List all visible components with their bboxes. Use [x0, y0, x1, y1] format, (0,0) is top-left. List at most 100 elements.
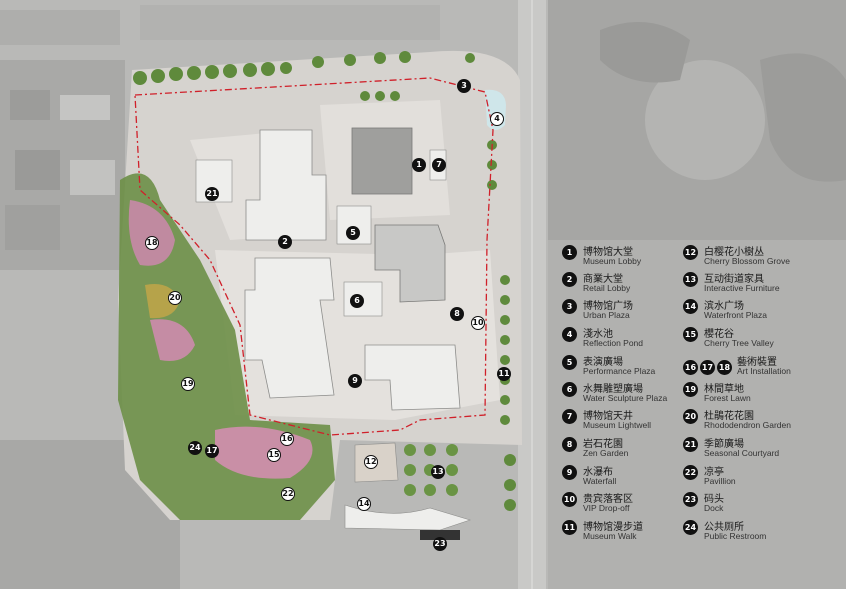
- legend-number: 12: [683, 245, 698, 260]
- map-marker-13[interactable]: 13: [431, 465, 445, 479]
- legend-label-en: Art Installation: [737, 366, 791, 376]
- legend-number: 2: [562, 272, 577, 287]
- map-marker-4[interactable]: 4: [490, 112, 504, 126]
- legend-label-en: Retail Lobby: [583, 283, 631, 293]
- legend-number: 13: [683, 272, 698, 287]
- legend-number: 7: [562, 409, 577, 424]
- dock: [420, 530, 460, 540]
- legend-label-zh: 岩石花園: [583, 439, 623, 450]
- legend-label-zh: 商業大堂: [583, 274, 623, 285]
- context-building: [10, 90, 50, 120]
- legend-label-zh: 水瀑布: [583, 467, 613, 478]
- legend-number: 5: [562, 355, 577, 370]
- map-marker-1[interactable]: 1: [412, 158, 426, 172]
- legend-number: 10: [562, 492, 577, 507]
- legend-label-en: Performance Plaza: [583, 366, 656, 376]
- legend-number: 20: [683, 409, 698, 424]
- legend-number: 15: [683, 327, 698, 342]
- legend-number: 1: [562, 245, 577, 260]
- legend-label-en: Rhododendron Garden: [704, 420, 791, 430]
- legend-label-en: Dock: [704, 503, 724, 513]
- legend-label-en: Waterfront Plaza: [704, 310, 767, 320]
- legend-label-zh: 淺水池: [583, 329, 613, 340]
- legend-number: 11: [562, 520, 577, 535]
- context-building: [0, 10, 120, 45]
- building-retail: [244, 257, 335, 399]
- map-marker-15[interactable]: 15: [267, 448, 281, 462]
- legend-label-en: Public Restroom: [704, 531, 767, 541]
- map-marker-21[interactable]: 21: [205, 187, 219, 201]
- legend-label-zh: 公共厕所: [704, 522, 744, 533]
- legend-number: 4: [562, 327, 577, 342]
- map-marker-12[interactable]: 12: [364, 455, 378, 469]
- legend-label-zh: 滨水广场: [704, 301, 744, 312]
- legend-label-en: Zen Garden: [583, 448, 629, 458]
- legend-number: 19: [683, 382, 698, 397]
- legend-number: 9: [562, 465, 577, 480]
- cherry-blossom-west: [128, 200, 175, 266]
- context-building: [70, 160, 115, 195]
- legend-label-en: Reflection Pond: [583, 338, 644, 348]
- legend-label-zh: 博物馆漫步道: [583, 522, 643, 533]
- legend-label-zh: 水舞雕塑廣場: [583, 384, 643, 395]
- map-marker-9[interactable]: 9: [348, 374, 362, 388]
- building-retail: [245, 129, 327, 241]
- building-museum-south: [364, 344, 461, 411]
- legend-label-zh: 码头: [704, 494, 724, 505]
- legend-number: 14: [683, 299, 698, 314]
- map-marker-19[interactable]: 19: [181, 377, 195, 391]
- legend-label-en: Museum Lobby: [583, 256, 642, 266]
- map-marker-22[interactable]: 22: [281, 487, 295, 501]
- context-building: [5, 205, 60, 250]
- legend-number: 18: [717, 360, 732, 375]
- legend-label-zh: 贵宾落客区: [583, 494, 633, 505]
- map-marker-10[interactable]: 10: [471, 316, 485, 330]
- map-marker-7[interactable]: 7: [432, 158, 446, 172]
- map-marker-18[interactable]: 18: [145, 236, 159, 250]
- map-marker-17[interactable]: 17: [205, 444, 219, 458]
- legend-label-zh: 博物馆天井: [583, 411, 633, 422]
- context-roundabout: [645, 60, 765, 180]
- map-marker-14[interactable]: 14: [357, 497, 371, 511]
- map-marker-8[interactable]: 8: [450, 307, 464, 321]
- map-marker-23[interactable]: 23: [433, 537, 447, 551]
- legend-number: 21: [683, 437, 698, 452]
- legend-label-zh: 博物馆广场: [583, 301, 633, 312]
- tree-row-north: [133, 51, 475, 101]
- map-marker-16[interactable]: 16: [280, 432, 294, 446]
- legend-label-en: VIP Drop-off: [583, 503, 630, 513]
- cherry-blossom-central: [150, 319, 195, 361]
- map-marker-24[interactable]: 24: [188, 441, 202, 455]
- legend-label-en: Cherry Blossom Grove: [704, 256, 790, 266]
- legend-label-en: Waterfall: [583, 476, 617, 486]
- building-museum-central: [374, 224, 446, 303]
- legend-label-zh: 互动街道家具: [704, 274, 764, 285]
- context-building: [15, 150, 60, 190]
- legend-label-zh: 杜鵑花花園: [704, 411, 754, 422]
- map-marker-5[interactable]: 5: [346, 226, 360, 240]
- map-marker-6[interactable]: 6: [350, 294, 364, 308]
- map-marker-11[interactable]: 11: [497, 367, 511, 381]
- legend-number: 3: [562, 299, 577, 314]
- legend-label-zh: 季節廣場: [704, 439, 744, 450]
- map-marker-2[interactable]: 2: [278, 235, 292, 249]
- legend-number: 17: [700, 360, 715, 375]
- legend-label-zh: 白樱花小樹丛: [704, 247, 764, 258]
- legend-label-en: Seasonal Courtyard: [704, 448, 780, 458]
- context-building: [60, 95, 110, 120]
- legend-number: 8: [562, 437, 577, 452]
- legend-label-en: Pavillion: [704, 476, 736, 486]
- map-marker-3[interactable]: 3: [457, 79, 471, 93]
- legend-label-en: Interactive Furniture: [704, 283, 780, 293]
- legend-label-zh: 博物馆大堂: [583, 247, 633, 258]
- legend-label-zh: 藝術裝置: [737, 357, 777, 368]
- map-legend: 1 博物馆大堂 Museum Lobby 2 商業大堂 Retail Lobby…: [562, 243, 842, 548]
- legend-label-zh: 表演廣場: [583, 357, 623, 368]
- context-building: [140, 5, 440, 40]
- map-marker-20[interactable]: 20: [168, 291, 182, 305]
- tree-grove-south: [404, 444, 458, 496]
- context-tree-mass: [600, 22, 690, 83]
- context-tree-mass: [760, 53, 846, 182]
